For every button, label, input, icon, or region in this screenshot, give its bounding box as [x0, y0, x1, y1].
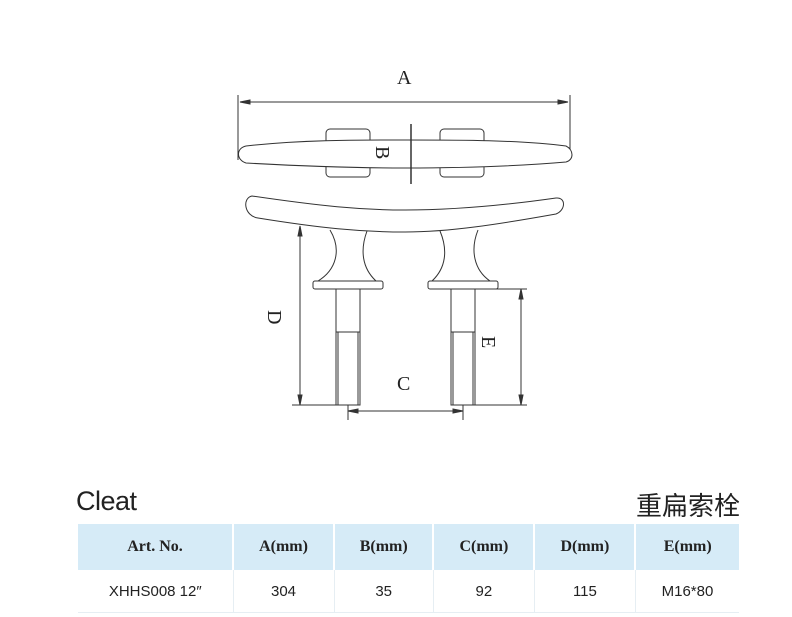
product-title: Cleat: [76, 486, 137, 516]
dim-e-label: E: [477, 336, 499, 348]
dim-d-label: D: [263, 310, 285, 324]
spec-table: Art. No. A(mm) B(mm) C(mm) D(mm) E(mm) X…: [78, 524, 739, 613]
cell-art-no: XHHS008 12″: [78, 570, 233, 613]
dim-a-label: A: [397, 67, 412, 89]
cell-a: 304: [232, 570, 335, 613]
cleat-technical-drawing: A B D E C: [237, 67, 573, 420]
product-title-chinese: 重扁索栓: [635, 492, 740, 522]
side-view: D E C: [245, 195, 564, 420]
top-view: A B: [237, 67, 573, 184]
header-art-no: Art. No.: [78, 524, 233, 570]
cell-d: 115: [533, 570, 636, 613]
header-d: D(mm): [533, 524, 636, 570]
header-c: C(mm): [432, 524, 535, 570]
table-header-row: Art. No. A(mm) B(mm) C(mm) D(mm) E(mm): [78, 524, 739, 570]
header-e: E(mm): [634, 524, 739, 570]
header-b: B(mm): [333, 524, 434, 570]
dim-c-label: C: [397, 373, 410, 395]
dim-b-label: B: [371, 146, 393, 159]
header-a: A(mm): [231, 524, 335, 570]
cell-e: M16*80: [634, 570, 739, 613]
cell-c: 92: [432, 570, 535, 613]
table-row: XHHS008 12″ 304 35 92 115 M16*80: [78, 570, 739, 613]
cell-b: 35: [333, 570, 434, 613]
